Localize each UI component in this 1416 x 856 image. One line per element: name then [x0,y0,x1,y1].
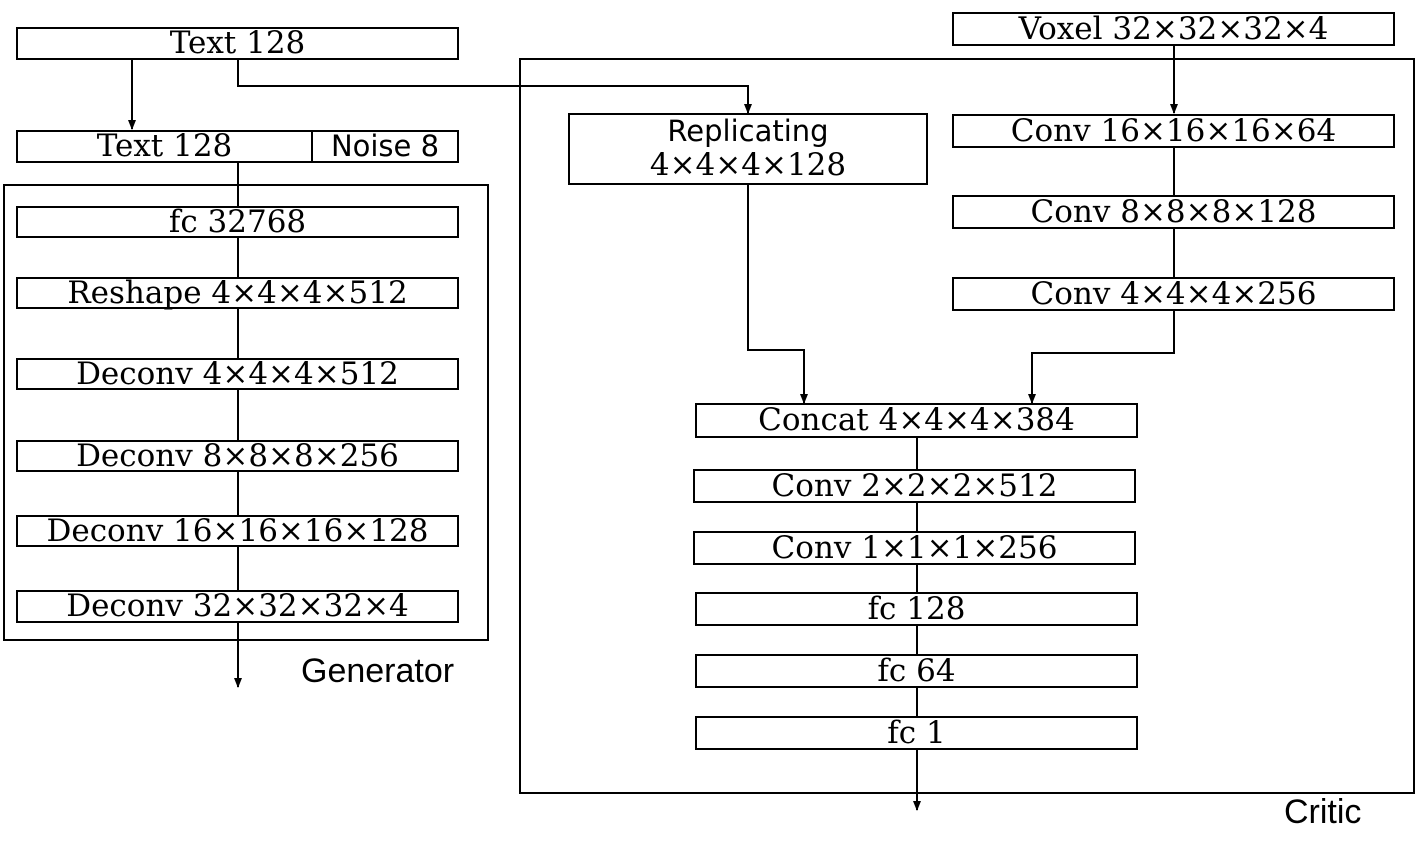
critic-concat-label: Concat 4×4×4×384 [758,402,1075,438]
critic-layer-fc-64: fc 64 [695,654,1138,688]
critic-voxel-conv-3: Conv 4×4×4×256 [952,277,1395,311]
critic-layer-label: Conv 2×2×2×512 [771,467,1058,504]
critic-layer-conv-1: Conv 2×2×2×512 [693,469,1136,503]
generator-layer-label: Deconv 32×32×32×4 [66,588,409,624]
critic-voxel-conv-1: Conv 16×16×16×64 [952,114,1395,148]
generator-layer-reshape: Reshape 4×4×4×512 [16,277,459,309]
critic-layer-label: fc 128 [867,590,966,627]
critic-frame [519,58,1415,794]
generator-text-input-box: Text 128 [16,27,459,60]
generator-concat-text-box: Text 128 [16,130,313,163]
generator-layer-label: Reshape 4×4×4×512 [67,274,408,311]
critic-layer-fc-1: fc 1 [695,716,1138,750]
critic-caption: Critic [1284,793,1362,831]
generator-layer-deconv-1: Deconv 4×4×4×512 [16,358,459,390]
critic-voxel-input-label: Voxel 32×32×32×4 [1018,10,1329,47]
critic-replicating-title: Replicating [667,114,829,149]
arrow-text-to-replicating [237,59,752,114]
critic-concat-box: Concat 4×4×4×384 [695,403,1138,438]
generator-layer-deconv-3: Deconv 16×16×16×128 [16,515,459,547]
generator-layer-label: fc 32768 [168,203,307,240]
generator-layer-label: Deconv 8×8×8×256 [76,437,399,474]
critic-layer-label: fc 1 [887,714,946,751]
critic-voxel-layer-label: Conv 16×16×16×64 [1010,112,1337,149]
generator-text-input-label: Text 128 [169,25,306,61]
generator-layer-deconv-2: Deconv 8×8×8×256 [16,440,459,472]
critic-voxel-layer-label: Conv 4×4×4×256 [1030,275,1317,312]
critic-layer-label: fc 64 [877,652,956,689]
critic-replicating-shape: 4×4×4×128 [649,146,847,183]
critic-layer-conv-2: Conv 1×1×1×256 [693,531,1136,565]
generator-layer-label: Deconv 16×16×16×128 [46,512,429,549]
arrow-replicating-to-concat [747,184,808,404]
generator-frame [3,184,489,641]
critic-layer-fc-128: fc 128 [695,592,1138,626]
generator-concat-text-label: Text 128 [96,128,233,164]
generator-layer-label: Deconv 4×4×4×512 [76,355,399,392]
generator-noise-box: Noise 8 [311,130,459,163]
arrow-conv3-to-concat [1028,310,1175,404]
critic-voxel-layer-label: Conv 8×8×8×128 [1030,193,1317,230]
critic-voxel-conv-2: Conv 8×8×8×128 [952,195,1395,229]
critic-layer-label: Conv 1×1×1×256 [771,529,1058,566]
critic-replicating-box: Replicating 4×4×4×128 [568,113,928,185]
generator-noise-label: Noise 8 [330,129,440,163]
generator-caption: Generator [301,652,455,690]
critic-voxel-input-box: Voxel 32×32×32×4 [952,12,1395,46]
generator-layer-deconv-4: Deconv 32×32×32×4 [16,590,459,623]
generator-layer-fc: fc 32768 [16,206,459,238]
